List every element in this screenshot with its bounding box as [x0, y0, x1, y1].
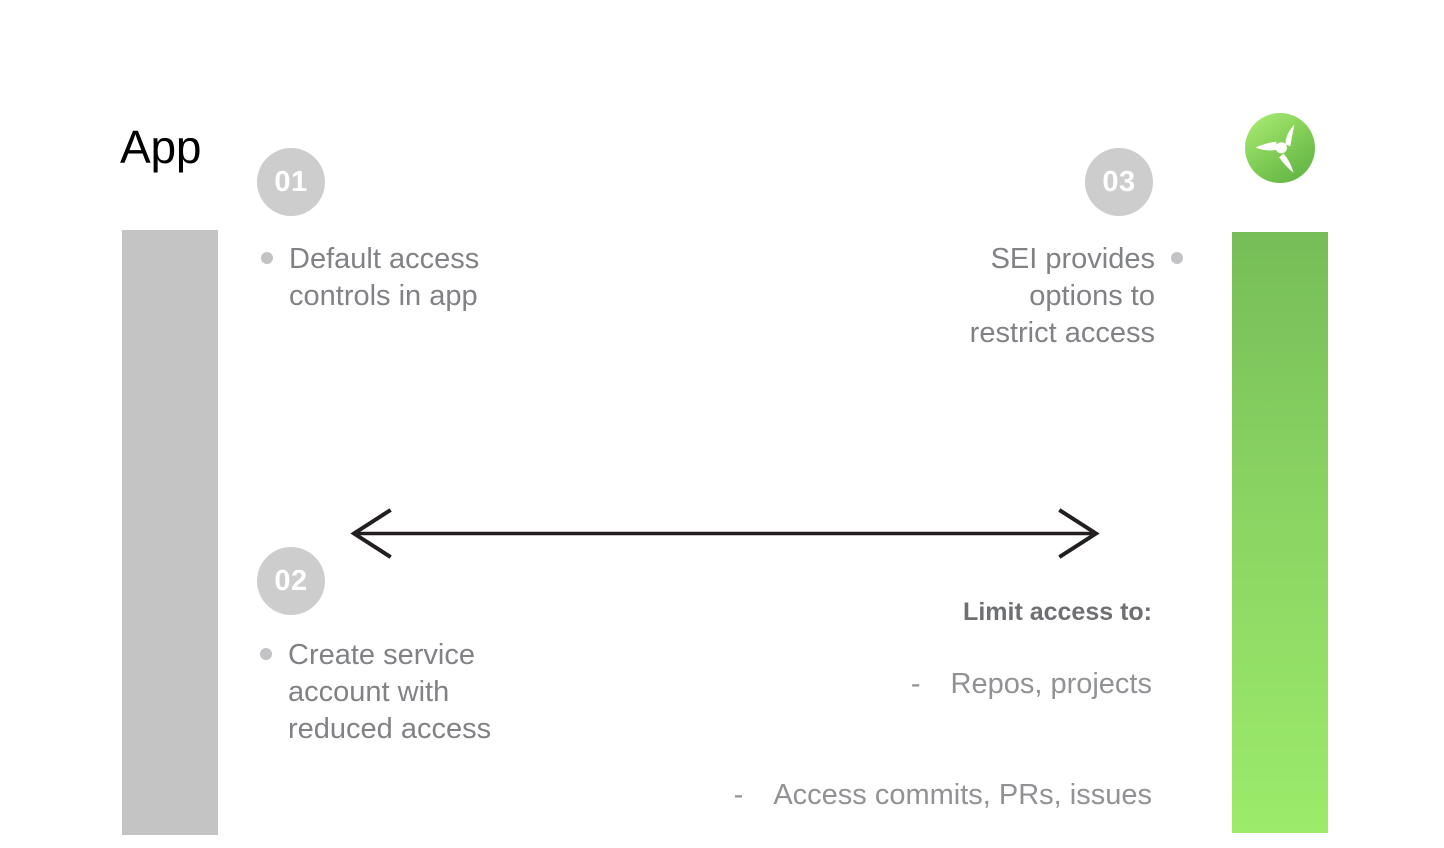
step-text-03: SEI provides options to restrict access: [969, 243, 1155, 349]
step-text-block-03: SEI provides options to restrict access: [955, 241, 1183, 352]
step-badge-01: 01: [257, 148, 325, 216]
left-gray-bar: [122, 230, 218, 835]
bullet-dot-icon: [261, 252, 273, 264]
right-green-bar: [1232, 232, 1328, 833]
limit-access-item-label: Access commits, PRs, issues: [773, 779, 1152, 811]
step-text-02: Create service account with reduced acce…: [288, 639, 492, 745]
limit-access-list: Limit access to: -Repos, projects -Acces…: [652, 595, 1152, 848]
page-title: App: [120, 121, 202, 173]
bullet-dot-icon: [1171, 252, 1183, 264]
limit-access-item: -Repos, projects: [652, 629, 1152, 740]
limit-access-heading: Limit access to:: [963, 598, 1152, 626]
double-headed-arrow-icon: [345, 500, 1105, 568]
step-text-block-02: Create service account with reduced acce…: [260, 637, 518, 748]
step-text-block-01: Default access controls in app: [261, 241, 519, 315]
step-text-01: Default access controls in app: [289, 243, 480, 312]
limit-access-item: -Access commits, PRs, issues: [652, 740, 1152, 848]
step-badge-03: 03: [1085, 148, 1153, 216]
harness-propeller-logo-icon: [1244, 112, 1316, 184]
list-dash: -: [910, 668, 921, 700]
list-dash: -: [733, 779, 744, 811]
step-badge-02: 02: [257, 547, 325, 615]
bullet-dot-icon: [260, 648, 272, 660]
limit-access-item-label: Repos, projects: [950, 668, 1153, 700]
